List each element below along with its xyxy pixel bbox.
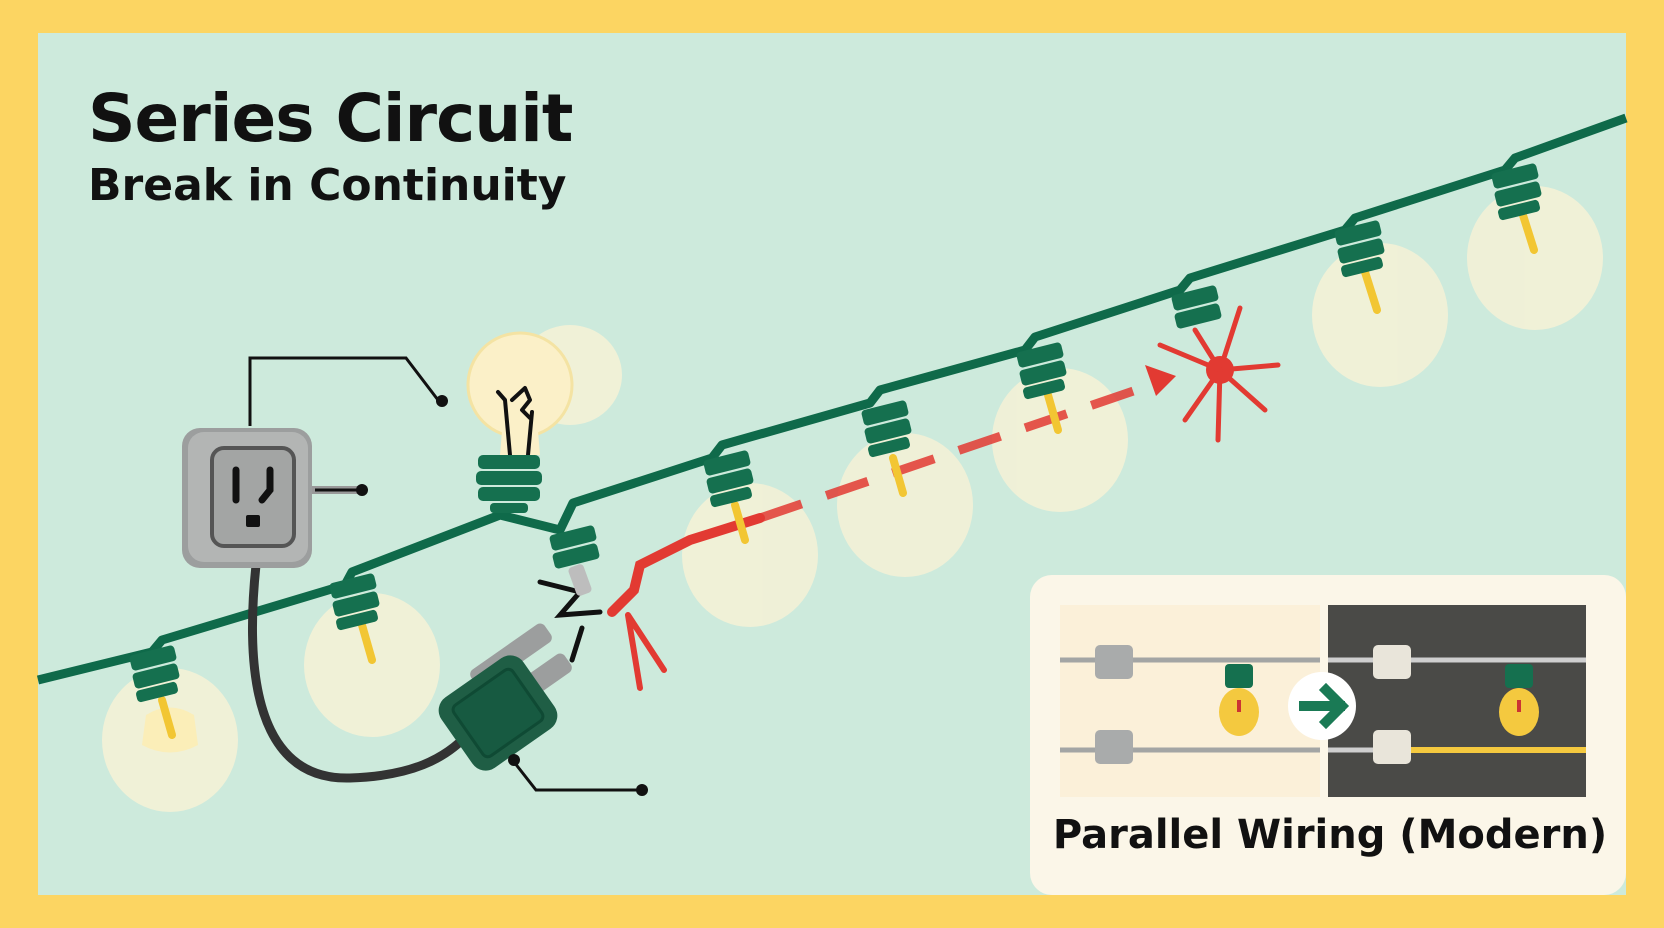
current-arrow-head — [1145, 365, 1176, 396]
callout-lines — [248, 356, 640, 792]
light-bulb-icon — [1334, 220, 1385, 314]
empty-socket-icon — [1171, 285, 1222, 329]
light-bulb-icon — [329, 573, 380, 664]
parallel-wiring-inset — [1030, 575, 1626, 895]
light-bulb-icon — [129, 645, 198, 753]
inset-caption: Parallel Wiring (Modern) — [1052, 812, 1608, 858]
arrow-right-icon — [1288, 672, 1356, 740]
broken-socket-icon — [549, 525, 600, 596]
light-bulb-icon — [703, 450, 754, 544]
callout-dots — [356, 395, 648, 796]
break-burst-icon — [1157, 305, 1281, 443]
page-title: Series Circuit — [88, 80, 573, 157]
plug-icon — [438, 623, 572, 771]
light-bulbs — [129, 163, 1542, 753]
light-bulb-icon — [1016, 342, 1067, 434]
page-subtitle: Break in Continuity — [88, 160, 567, 211]
break-red-arrow — [625, 612, 667, 691]
spare-bulb-icon — [466, 331, 574, 513]
current-path-lower — [607, 513, 765, 617]
break-spark-icon — [537, 579, 603, 663]
feed-cord — [248, 560, 475, 783]
wall-outlet-icon — [182, 428, 360, 568]
light-bulb-icon — [1491, 163, 1542, 254]
light-bulb-icon — [861, 400, 912, 497]
bulb-glows — [102, 186, 1603, 812]
current-path-dashed — [758, 377, 1162, 523]
